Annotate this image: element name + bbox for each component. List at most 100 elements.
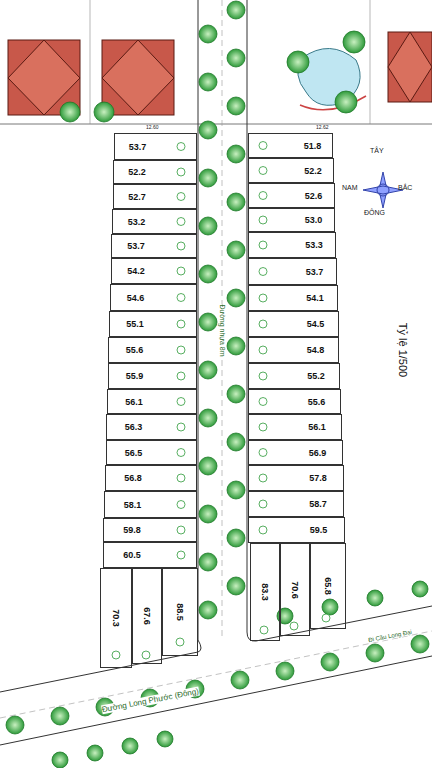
tree (367, 590, 383, 606)
tree (259, 294, 267, 302)
tree (142, 651, 150, 659)
tree (260, 626, 268, 634)
land-lot: 59.5 (248, 517, 345, 543)
tree (227, 97, 245, 115)
tree (259, 526, 267, 534)
lot-area: 53.7 (305, 267, 325, 277)
lot-area: 54.8 (306, 345, 326, 355)
tree (199, 121, 217, 139)
tree (177, 168, 185, 176)
lot-area: 53.7 (128, 142, 148, 152)
lot-area: 52.6 (304, 191, 324, 201)
lot-area: 57.8 (308, 473, 328, 483)
lot-area: 58.7 (308, 499, 328, 509)
tree (177, 372, 185, 380)
tree (227, 145, 245, 163)
land-lot: 52.7 (113, 184, 197, 209)
land-lot: 53.7 (111, 234, 197, 258)
tree (177, 320, 185, 328)
tree (259, 142, 267, 150)
land-lot: 55.6 (248, 389, 341, 414)
tree (177, 474, 185, 482)
land-lot: 55.6 (108, 337, 197, 363)
lot-area: 54.5 (306, 319, 326, 329)
land-lot: 53.7 (248, 258, 337, 285)
tree (176, 638, 184, 646)
land-lot: 54.8 (248, 337, 339, 363)
land-lot: 83.3 (250, 543, 280, 641)
tree (259, 320, 267, 328)
tree (199, 361, 217, 379)
lot-area: 65.8 (323, 576, 333, 596)
land-lot: 55.1 (109, 311, 197, 337)
lot-area: 56.8 (123, 473, 143, 483)
tree (199, 601, 217, 619)
tree (199, 73, 217, 91)
tree (199, 217, 217, 235)
land-lot: 54.6 (110, 284, 197, 311)
land-lot: 54.2 (111, 258, 197, 284)
land-lot: 59.8 (103, 518, 197, 542)
lot-area: 52.7 (127, 192, 147, 202)
tree (227, 193, 245, 211)
scale-note: Tỷ lệ 1/500 (397, 323, 409, 377)
tree (322, 614, 330, 622)
tree (94, 102, 114, 122)
tree (259, 449, 267, 457)
tree (157, 731, 173, 747)
land-lot: 52.2 (248, 158, 334, 183)
tree (199, 265, 217, 283)
lot-area: 60.5 (122, 550, 142, 560)
tree (199, 409, 217, 427)
tree (259, 423, 267, 431)
lot-area: 58.1 (123, 500, 143, 510)
tree (60, 102, 80, 122)
tree (259, 167, 267, 175)
lot-area: 55.6 (125, 345, 145, 355)
tree (227, 433, 245, 451)
road-name: Đi Cầu Long Đại (368, 629, 412, 643)
lot-area: 70.3 (111, 608, 121, 628)
land-lot: 56.3 (106, 414, 197, 440)
tree (227, 385, 245, 403)
compass-label: NAM (342, 184, 358, 191)
lot-area: 56.1 (124, 397, 144, 407)
tree (259, 474, 267, 482)
tree (177, 267, 185, 275)
road-name: Đường nhựa 8m (219, 304, 226, 356)
tree (227, 241, 245, 259)
land-lot: 52.2 (113, 160, 197, 184)
tree (259, 216, 267, 224)
compass-label: ĐÔNG (364, 209, 385, 216)
tree (227, 289, 245, 307)
lot-area: 53.7 (126, 241, 146, 251)
land-lot: 55.2 (248, 363, 340, 389)
lot-area: 52.2 (303, 166, 323, 176)
tree (177, 526, 185, 534)
land-lot: 65.8 (310, 543, 346, 629)
tree (199, 169, 217, 187)
land-lot: 56.1 (107, 389, 197, 414)
tree (259, 241, 267, 249)
lot-area: 55.2 (306, 371, 326, 381)
lot-area: 67.6 (142, 606, 152, 626)
tree (177, 398, 185, 406)
tree (177, 346, 185, 354)
tree (87, 745, 103, 761)
tree (52, 752, 68, 768)
compass-label: BẮC (398, 184, 412, 191)
land-lot: 51.8 (248, 133, 333, 158)
lot-area: 54.6 (126, 293, 146, 303)
land-lot: 67.6 (132, 568, 162, 664)
tree (227, 49, 245, 67)
lot-area: 51.8 (303, 141, 323, 151)
tree (6, 716, 24, 734)
land-lot: 53.2 (112, 209, 197, 234)
land-lot: 56.9 (248, 440, 343, 465)
dimension: 12.62 (316, 124, 329, 130)
tree (177, 143, 185, 151)
tree (177, 501, 185, 509)
tree (199, 25, 217, 43)
land-lot: 56.5 (106, 440, 197, 465)
